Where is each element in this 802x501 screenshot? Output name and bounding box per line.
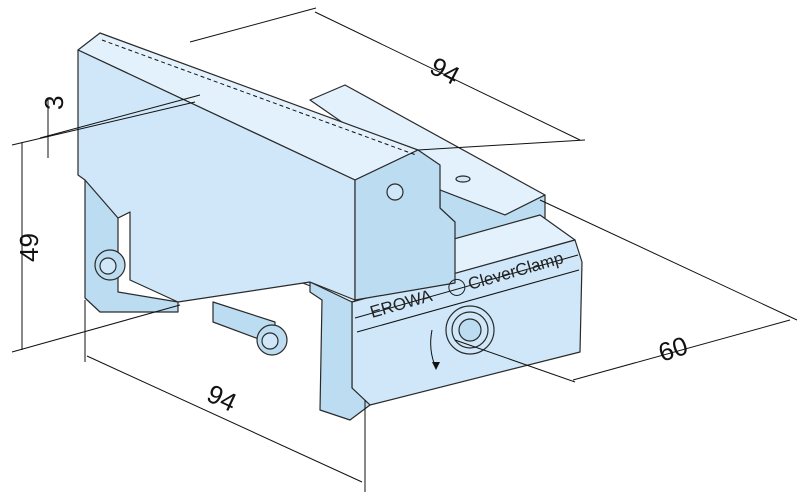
bolt-left [94,249,126,281]
dim-depth: 60 [655,330,692,367]
jaw [77,32,471,303]
dim-top-length: 94 [425,51,465,91]
bolt-right [256,324,288,356]
dimension-lines [11,7,798,492]
actuation-screw [430,305,495,370]
dim-height: 49 [14,233,44,262]
erowa-logo-icon [448,278,466,296]
dim-jaw-step: 3 [39,96,69,110]
rotation-arrow-icon [432,362,440,370]
